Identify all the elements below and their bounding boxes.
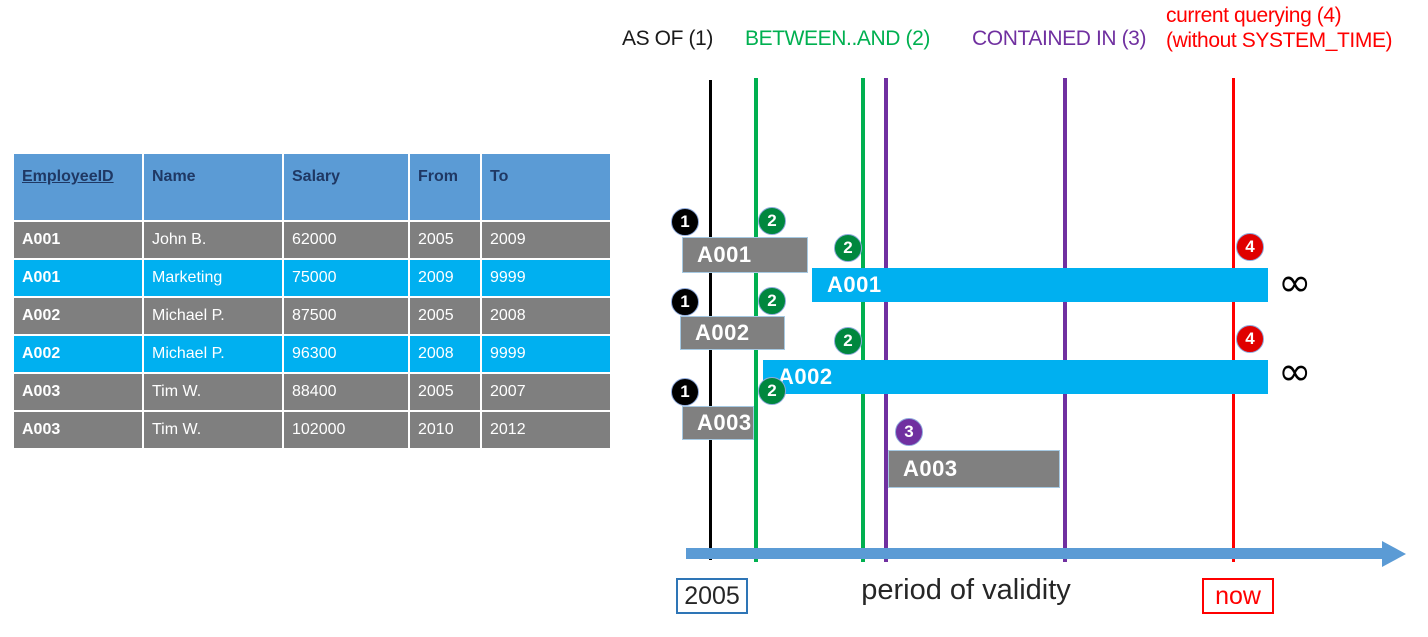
cell-from: 2005: [410, 298, 480, 334]
badge-a002-now: 4: [1236, 325, 1264, 353]
badge-a002-between: 2: [758, 287, 786, 315]
cell-employee-id: A002: [14, 298, 142, 334]
cell-from: 2005: [410, 222, 480, 258]
cell-salary: 88400: [284, 374, 408, 410]
legend-contained-in: CONTAINED IN (3): [972, 27, 1147, 50]
cell-salary: 62000: [284, 222, 408, 258]
column-header-name-label: Name: [152, 168, 196, 185]
table-row: A003 Tim W. 102000 2010 2012: [14, 412, 610, 448]
cell-salary: 96300: [284, 336, 408, 372]
cell-salary: 75000: [284, 260, 408, 296]
cell-name: Michael P.: [144, 298, 282, 334]
cell-to: 2012: [482, 412, 610, 448]
line-now: [1232, 78, 1235, 562]
bar-a003-historic: A003: [682, 406, 754, 440]
axis-label-now: now: [1202, 578, 1274, 614]
table-row: A003 Tim W. 88400 2005 2007: [14, 374, 610, 410]
cell-employee-id: A002: [14, 336, 142, 372]
bar-a001-historic: A001: [682, 237, 808, 273]
cell-employee-id: A003: [14, 374, 142, 410]
cell-to: 2007: [482, 374, 610, 410]
column-header-name: Name: [144, 154, 282, 220]
cell-salary: 87500: [284, 298, 408, 334]
cell-salary: 102000: [284, 412, 408, 448]
bar-a003-second: A003: [888, 450, 1060, 488]
column-header-employee-id: EmployeeID: [14, 154, 142, 220]
bar-a002-current: A002: [763, 360, 1268, 394]
cell-employee-id: A001: [14, 260, 142, 296]
legend-current-querying: current querying (4) (without SYSTEM_TIM…: [1166, 3, 1393, 53]
legend-between-and: BETWEEN..AND (2): [745, 27, 930, 50]
cell-from: 2008: [410, 336, 480, 372]
timeline-axis: [686, 548, 1386, 559]
badge-a001-now: 4: [1236, 233, 1264, 261]
cell-to: 9999: [482, 336, 610, 372]
badge-a003-between: 2: [758, 377, 786, 405]
column-header-salary-label: Salary: [292, 168, 341, 185]
table-row: A001 Marketing 75000 2009 9999: [14, 260, 610, 296]
column-header-salary: Salary: [284, 154, 408, 220]
badge-a002-between-2: 2: [834, 327, 862, 355]
cell-from: 2010: [410, 412, 480, 448]
cell-name: Tim W.: [144, 412, 282, 448]
column-header-from: From: [410, 154, 480, 220]
bar-a001-current: A001: [812, 268, 1268, 302]
cell-name: John B.: [144, 222, 282, 258]
cell-to: 2008: [482, 298, 610, 334]
cell-to: 9999: [482, 260, 610, 296]
cell-from: 2009: [410, 260, 480, 296]
employee-temporal-table: EmployeeID Name Salary From To A001 John…: [12, 152, 612, 450]
infinity-a002: ∞: [1278, 349, 1312, 395]
cell-name: Michael P.: [144, 336, 282, 372]
cell-to: 2009: [482, 222, 610, 258]
table-row: A002 Michael P. 96300 2008 9999: [14, 336, 610, 372]
badge-a003-asof: 1: [671, 378, 699, 406]
badge-a001-between: 2: [758, 207, 786, 235]
badge-a001-between-2: 2: [834, 234, 862, 262]
cell-name: Tim W.: [144, 374, 282, 410]
line-between-end: [861, 78, 865, 562]
table-row: A001 John B. 62000 2005 2009: [14, 222, 610, 258]
line-contained-end: [1063, 78, 1067, 562]
column-header-to: To: [482, 154, 610, 220]
cell-name: Marketing: [144, 260, 282, 296]
legend-current-querying-line2: (without SYSTEM_TIME): [1166, 29, 1393, 52]
cell-employee-id: A001: [14, 222, 142, 258]
line-contained-start: [884, 78, 888, 562]
badge-a002-asof: 1: [671, 288, 699, 316]
infinity-a001: ∞: [1278, 260, 1312, 306]
axis-caption: period of validity: [861, 574, 1071, 606]
badge-a003-contained: 3: [895, 418, 923, 446]
legend-as-of: AS OF (1): [622, 27, 713, 50]
column-header-employee-id-label: EmployeeID: [22, 168, 114, 185]
cell-employee-id: A003: [14, 412, 142, 448]
cell-from: 2005: [410, 374, 480, 410]
timeline-arrow-icon: [1382, 541, 1406, 567]
table-row: A002 Michael P. 87500 2005 2008: [14, 298, 610, 334]
badge-a001-asof: 1: [671, 208, 699, 236]
legend-current-querying-line1: current querying (4): [1166, 4, 1342, 27]
axis-label-start: 2005: [676, 578, 748, 614]
column-header-to-label: To: [490, 168, 509, 185]
table-header-row: EmployeeID Name Salary From To: [14, 154, 610, 220]
bar-a002-historic: A002: [680, 316, 785, 350]
column-header-from-label: From: [418, 168, 458, 185]
